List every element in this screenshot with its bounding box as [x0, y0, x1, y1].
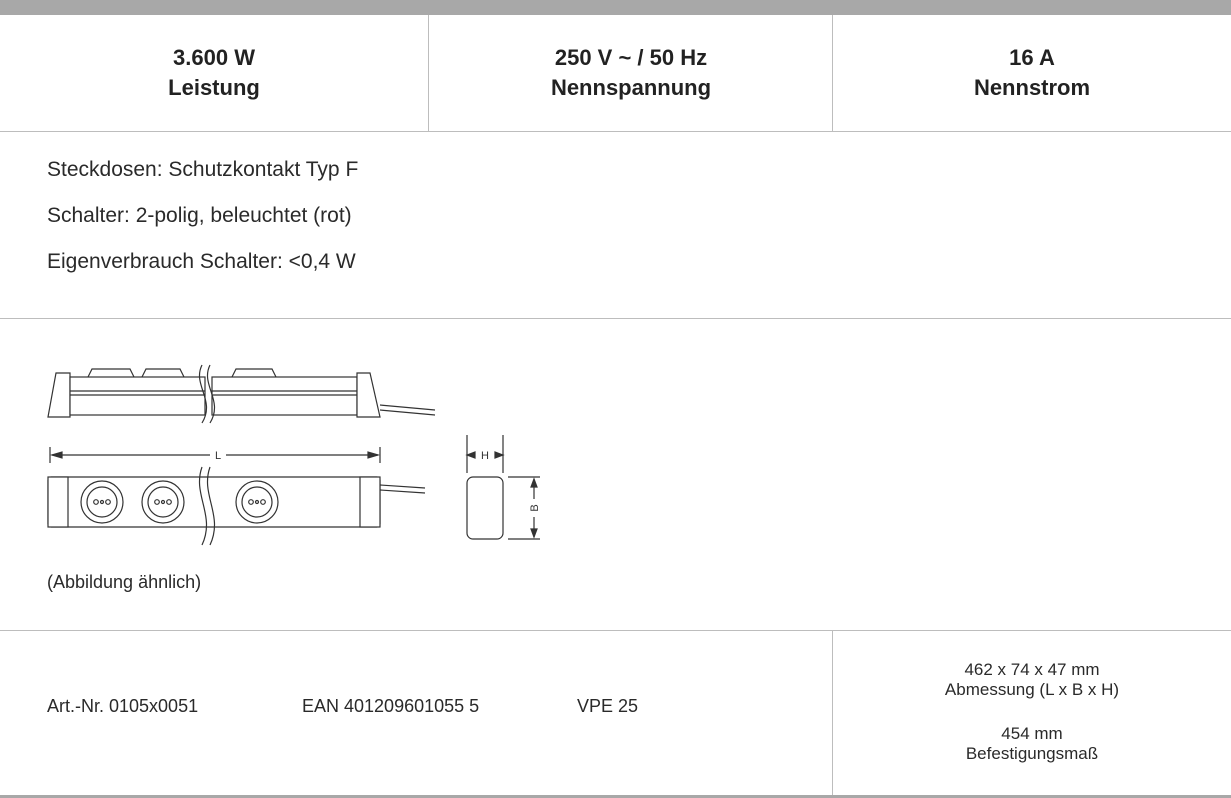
- ean-code: EAN 401209601055 5: [302, 696, 480, 716]
- mount-value: 454 mm: [1001, 724, 1063, 743]
- spec-voltage: 250 V ~ / 50 Hz Nennspannung: [429, 15, 833, 131]
- spec-power-label: Leistung: [168, 75, 260, 100]
- feature-switch: Schalter: 2-polig, beleuchtet (rot): [47, 204, 352, 227]
- feature-consumption: Eigenverbrauch Schalter: <0,4 W: [47, 250, 356, 273]
- article-number: Art.-Nr. 0105x0051: [47, 696, 199, 716]
- spec-voltage-label: Nennspannung: [550, 75, 712, 100]
- dimension-b-label: B: [529, 504, 541, 511]
- drawing-caption: (Abbildung ähnlich): [47, 572, 202, 592]
- spec-current-label: Nennstrom: [973, 75, 1091, 100]
- size-dimensions: 462 x 74 x 47 mm Abmessung (L x B x H): [833, 660, 1231, 700]
- divider: [832, 15, 833, 131]
- spec-voltage-value: 250 V ~ / 50 Hz: [554, 45, 708, 70]
- vpe-value: VPE 25: [577, 696, 639, 716]
- row-divider: [0, 630, 1231, 631]
- row-divider: [0, 131, 1231, 132]
- feature-sockets: Steckdosen: Schutzkontakt Typ F: [47, 158, 359, 181]
- spec-power-value: 3.600 W: [173, 45, 255, 70]
- end-view-drawing: [465, 435, 540, 540]
- dimension-h-label: H: [481, 450, 489, 462]
- spec-current-value: 16 A: [1009, 45, 1055, 70]
- top-view-drawing: [47, 466, 426, 546]
- top-border: [0, 0, 1231, 15]
- divider: [832, 631, 833, 795]
- size-label: Abmessung (L x B x H): [944, 680, 1120, 699]
- technical-drawing: L H B: [47, 364, 541, 546]
- bottom-border: [0, 795, 1231, 798]
- side-view-drawing: [47, 364, 436, 424]
- row-divider: [0, 318, 1231, 319]
- mount-label: Befestigungsmaß: [965, 744, 1099, 763]
- spec-current: 16 A Nennstrom: [833, 15, 1231, 131]
- spec-power: 3.600 W Leistung: [0, 15, 428, 131]
- size-value: 462 x 74 x 47 mm: [964, 660, 1100, 679]
- divider: [428, 15, 429, 131]
- mounting-dimension: 454 mm Befestigungsmaß: [833, 724, 1231, 764]
- dimension-l-label: L: [215, 450, 221, 462]
